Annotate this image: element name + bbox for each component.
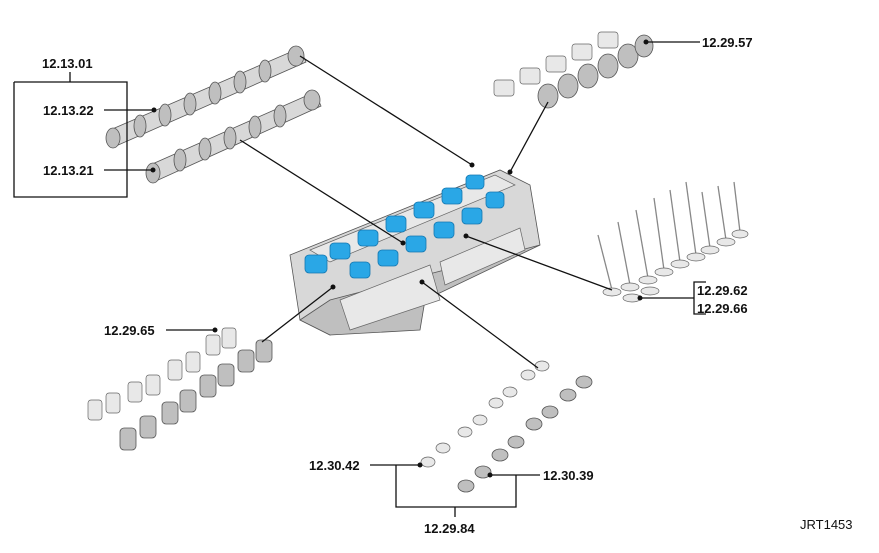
valve-seals [420, 360, 550, 468]
label-valve-b: 12.29.66 [697, 301, 748, 316]
cylinder-head [289, 169, 541, 336]
callout-labels: 12.13.01 12.13.22 12.13.21 12.29.57 12.2… [42, 35, 853, 536]
label-seals: 12.30.42 [309, 458, 360, 473]
camshaft-upper [105, 45, 307, 149]
camshaft-lower [145, 89, 322, 184]
label-springs: 12.29.65 [104, 323, 155, 338]
label-tappets: 12.29.57 [702, 35, 753, 50]
label-seal-group: 12.29.84 [424, 521, 475, 536]
tappets-row-cups [537, 34, 654, 109]
valve-retainers [457, 375, 593, 493]
label-camshaft-upper: 12.13.22 [43, 103, 94, 118]
diagram-reference: JRT1453 [800, 517, 853, 532]
label-camshaft-lower: 12.13.21 [43, 163, 94, 178]
leader-lines [13, 39, 706, 517]
label-retainers: 12.30.39 [543, 468, 594, 483]
tappets-row-flat [493, 31, 619, 97]
label-valve-a: 12.29.62 [697, 283, 748, 298]
label-camshaft-group: 12.13.01 [42, 56, 93, 71]
valves [597, 181, 749, 303]
valve-springs [87, 327, 273, 451]
